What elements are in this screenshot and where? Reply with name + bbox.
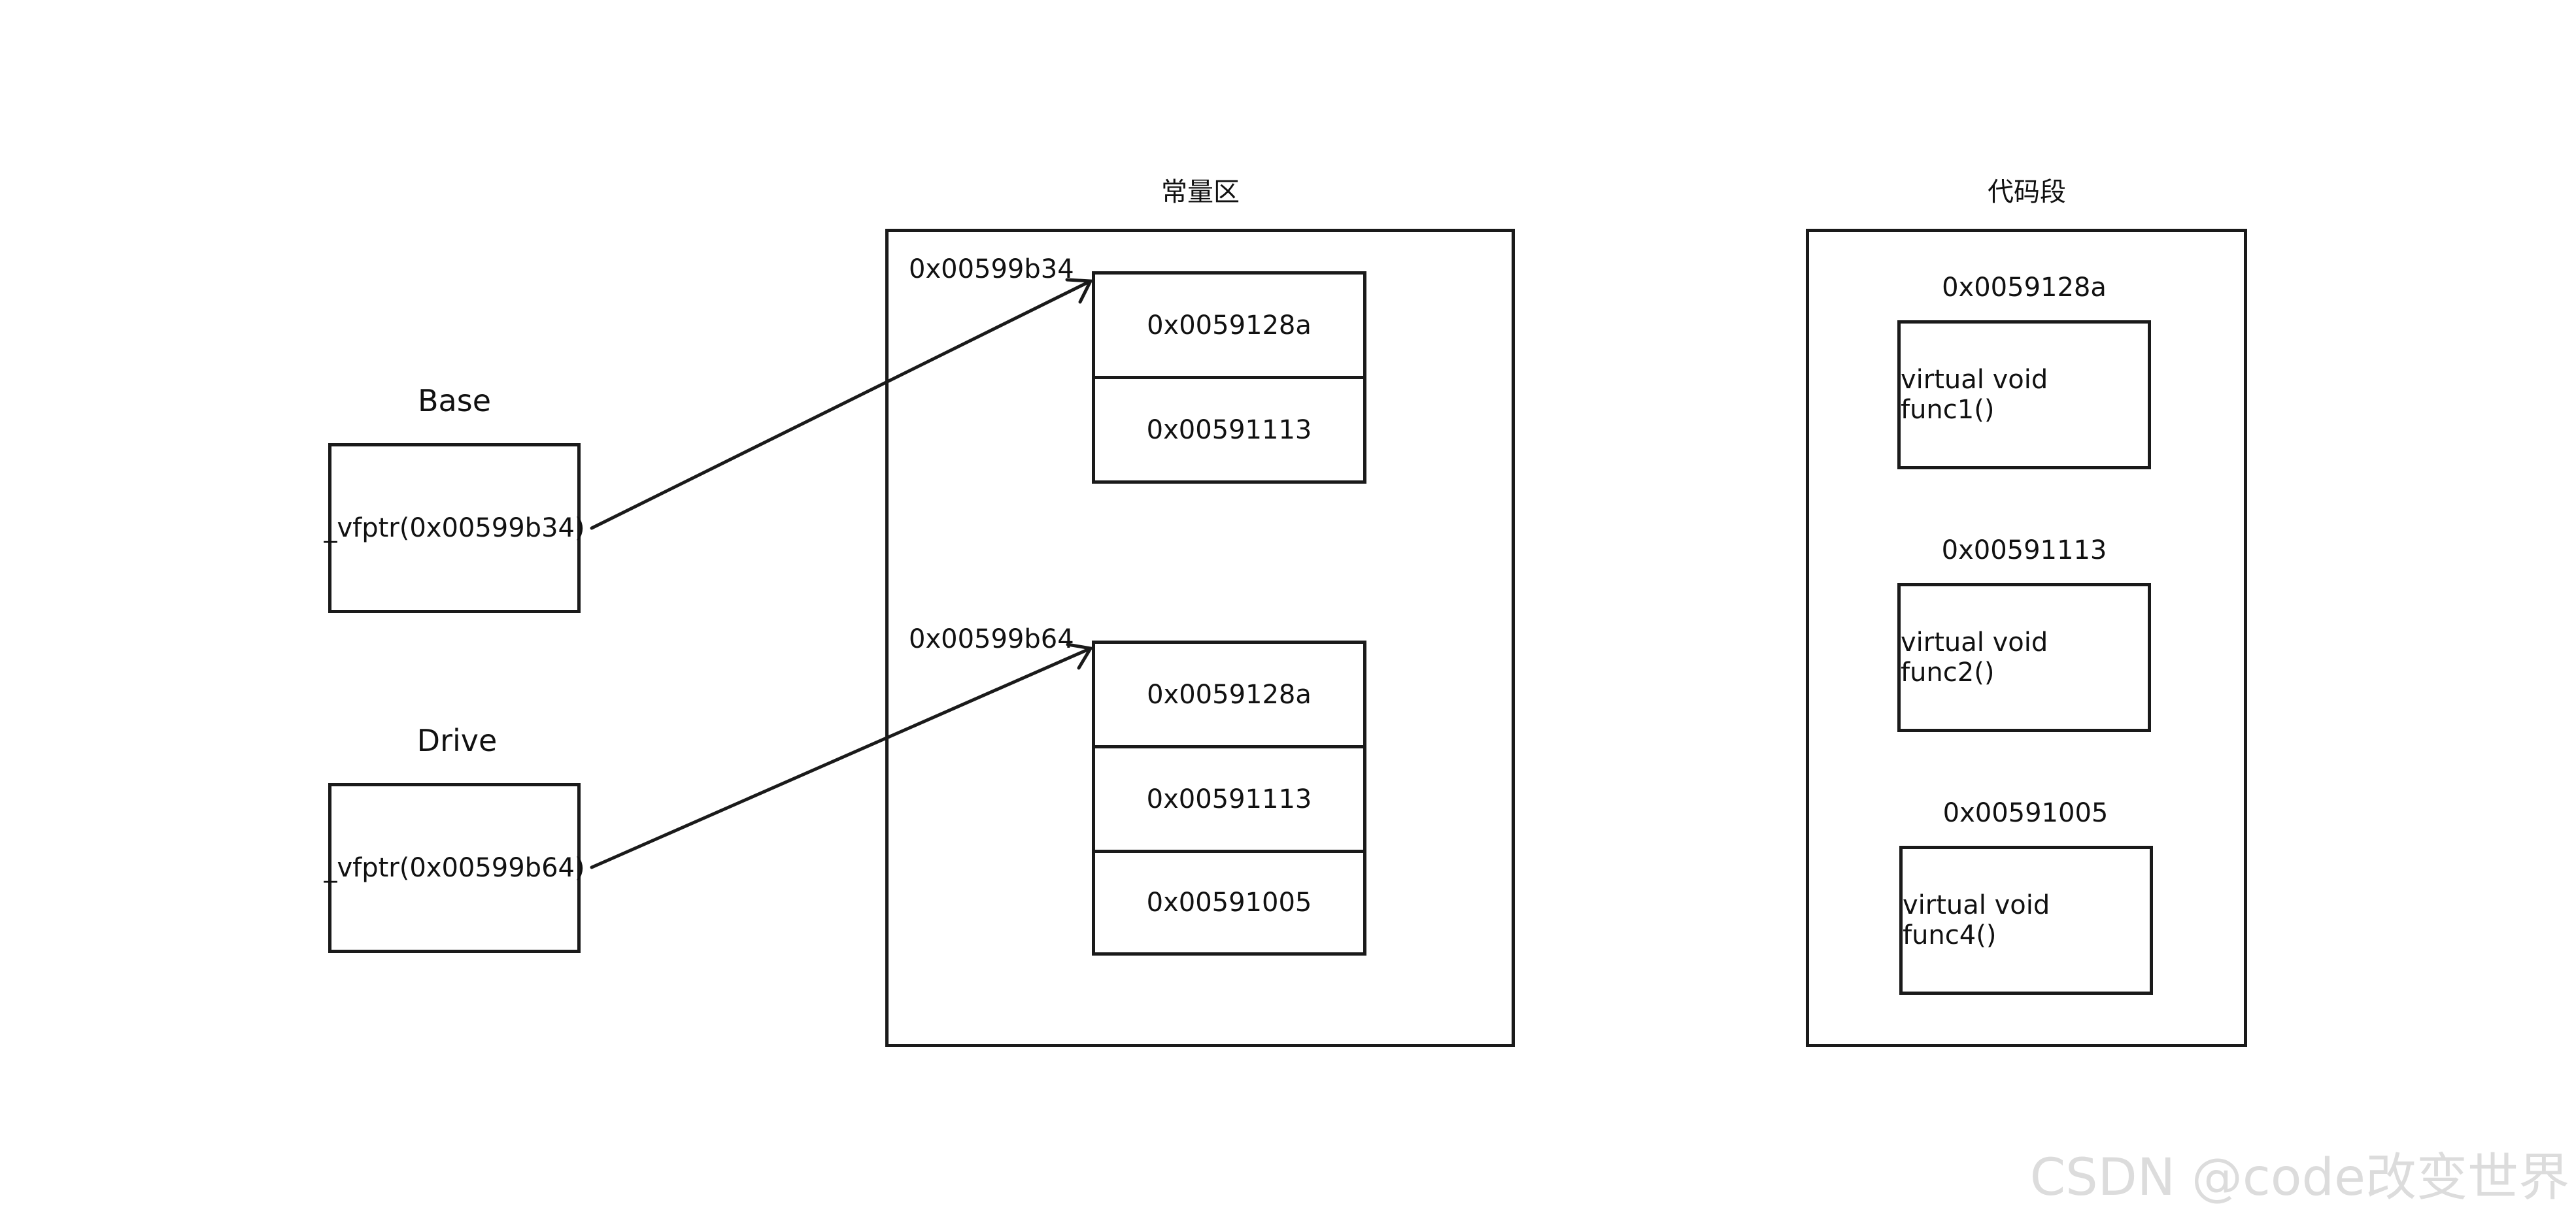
base-vtable-entry-text: 0x00591113 (1146, 414, 1312, 445)
drive-vtable-entry-text: 0x00591005 (1146, 888, 1312, 918)
func2-address: 0x00591113 (1941, 535, 2107, 565)
drive-object-box: _vfptr(0x00599b64) (324, 783, 585, 953)
func4-address: 0x00591005 (1942, 798, 2109, 828)
func2-box: virtual void func2() (1897, 583, 2151, 732)
drive-vtable-entry-text: 0x0059128a (1147, 679, 1312, 710)
drive-vtable-entry-3: 0x00591005 (1092, 850, 1366, 956)
code-segment-title: 代码段 (1988, 177, 2066, 207)
base-vtable-entry-1: 0x0059128a (1092, 271, 1366, 379)
constant-area-title: 常量区 (1161, 177, 1240, 207)
drive-vtable-entry-text: 0x00591113 (1146, 784, 1312, 814)
base-vtable-entry-2: 0x00591113 (1092, 376, 1366, 484)
drive-object-title: Drive (416, 723, 498, 758)
func1-name: virtual void func1() (1901, 365, 2048, 425)
drive-vtable-entry-1: 0x0059128a (1092, 641, 1366, 748)
base-object-box: _vfptr(0x00599b34) (324, 443, 585, 613)
func4-name: virtual void func4() (1903, 890, 2050, 950)
func2-name: virtual void func2() (1901, 627, 2048, 688)
func4-box: virtual void func4() (1899, 846, 2153, 995)
drive-vtable-entry-2: 0x00591113 (1092, 745, 1366, 853)
func1-address: 0x0059128a (1942, 273, 2107, 303)
drive-vtable-address: 0x00599b64 (909, 624, 1074, 654)
base-vtable-entry-text: 0x0059128a (1147, 310, 1312, 341)
drive-vfptr-field: _vfptr(0x00599b64) (324, 853, 585, 883)
func1-box: virtual void func1() (1897, 320, 2151, 469)
base-vtable-address: 0x00599b34 (909, 254, 1074, 284)
base-object-title: Base (417, 383, 492, 418)
base-vfptr-field: _vfptr(0x00599b34) (324, 513, 585, 543)
csdn-watermark: CSDN @code改变世界 (2029, 1148, 2569, 1207)
